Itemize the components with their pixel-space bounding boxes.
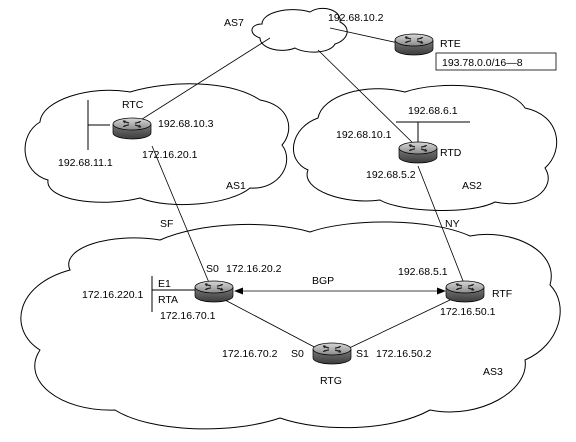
router-rtg[interactable] xyxy=(312,342,352,365)
as7-cloud xyxy=(251,7,348,53)
router-rte[interactable] xyxy=(394,33,434,56)
rtd-ny-ip: 192.68.5.2 xyxy=(366,169,416,181)
rtg-s0-label: S0 xyxy=(291,348,304,360)
rtd-name: RTD xyxy=(440,147,462,159)
link-as7-rtd xyxy=(317,49,419,149)
rtc-as7-ip: 192.68.10.3 xyxy=(158,118,214,130)
link-sf-rtc-rta xyxy=(151,145,211,286)
rte-name: RTE xyxy=(440,38,461,50)
as7-label: AS7 xyxy=(224,17,244,29)
rta-s0-label: S0 xyxy=(206,263,219,275)
link-ny-rtd-rtf xyxy=(417,165,466,287)
rta-s0-ip: 172.16.20.2 xyxy=(226,263,282,275)
rtc-lan-ip: 192.68.11.1 xyxy=(58,157,113,169)
rtg-s1-label: S1 xyxy=(356,348,369,360)
ny-label: NY xyxy=(445,218,460,230)
sf-label: SF xyxy=(160,218,173,230)
rtg-s1-ip: 172.16.50.2 xyxy=(376,348,432,360)
bgp-arrow-right xyxy=(437,287,446,295)
route-box-text: 193.78.0.0/16—8 xyxy=(442,57,523,69)
rtf-name: RTF xyxy=(492,288,512,300)
rtf-rtg-ip: 172.16.50.1 xyxy=(440,306,496,318)
rte-as7-ip: 192.68.10.2 xyxy=(328,12,384,24)
rta-e1-label: E1 xyxy=(158,278,171,290)
bgp-arrow-left xyxy=(234,287,243,295)
link-rtg-rtf xyxy=(344,299,451,351)
bgp-label: BGP xyxy=(312,275,334,287)
as2-label: AS2 xyxy=(462,180,482,192)
router-rtd[interactable] xyxy=(398,141,438,164)
router-rtc[interactable] xyxy=(112,117,152,140)
router-rtf[interactable] xyxy=(445,280,485,303)
as3-label: AS3 xyxy=(483,366,503,378)
rtc-name: RTC xyxy=(122,99,144,111)
link-rtc-as7 xyxy=(127,37,271,129)
as3-cloud xyxy=(20,221,561,430)
rtg-s0-ip: 172.16.70.2 xyxy=(222,348,278,360)
router-rta[interactable] xyxy=(194,280,234,303)
rtd-as7-ip: 192.68.10.1 xyxy=(336,129,392,141)
rta-name: RTA xyxy=(158,294,178,306)
rtd-lan-ip: 192.68.6.1 xyxy=(408,105,458,117)
rtc-sf-ip: 172.16.20.1 xyxy=(142,149,198,161)
link-rta-rtg xyxy=(224,299,321,351)
rtf-ny-ip: 192.68.5.1 xyxy=(398,266,448,278)
rta-rtg-ip: 172.16.70.1 xyxy=(160,310,216,322)
rtg-name: RTG xyxy=(320,375,342,387)
rta-e1-ip: 172.16.220.1 xyxy=(82,289,143,301)
as1-cloud xyxy=(24,83,290,206)
as1-label: AS1 xyxy=(226,180,246,192)
route-box xyxy=(435,52,557,71)
